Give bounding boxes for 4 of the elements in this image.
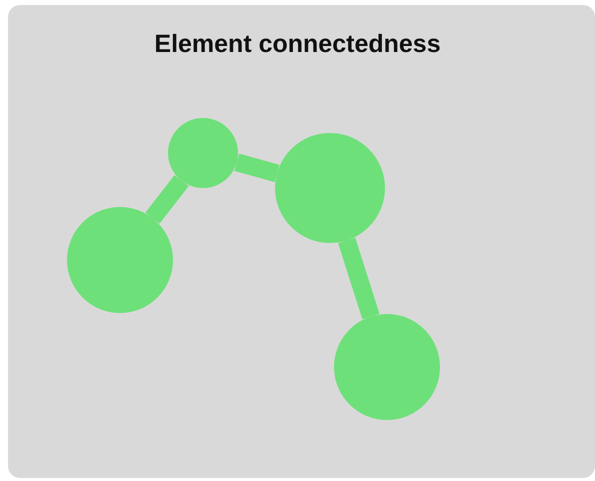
- connector-line: [145, 175, 189, 224]
- connector-line: [338, 238, 380, 320]
- diagram-title: Element connectedness: [153, 30, 442, 59]
- connector-line: [234, 154, 280, 182]
